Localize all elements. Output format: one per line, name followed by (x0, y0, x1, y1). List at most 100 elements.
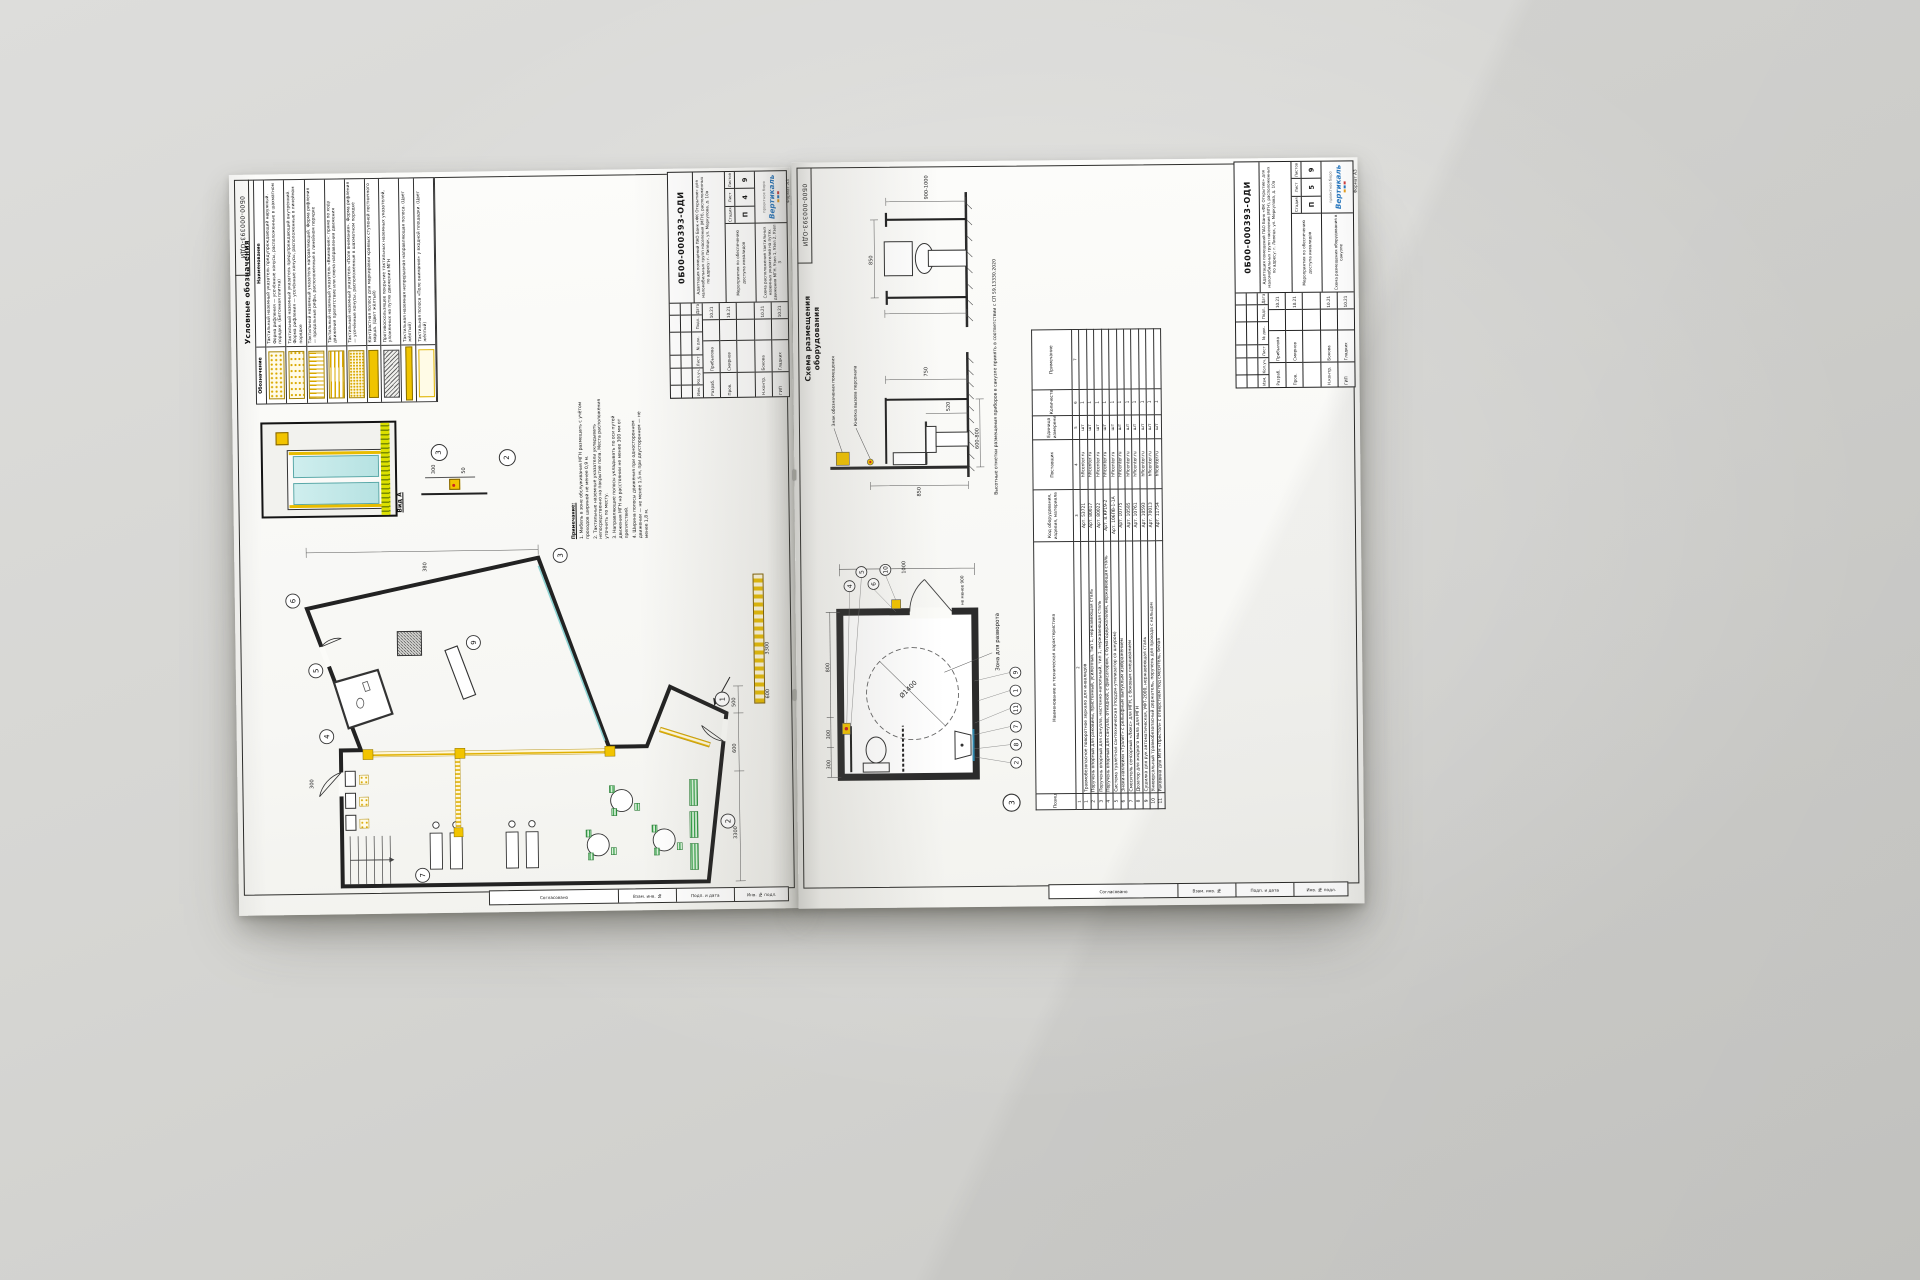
format-note: Формат А3 (784, 179, 791, 204)
toilet-elevations: 750 850 520 600-800 900- (829, 175, 985, 497)
glazed-partition (537, 565, 606, 742)
room-walls (836, 607, 980, 781)
reception-desk (444, 645, 477, 700)
turning-zone-label: Зона для разворота (944, 613, 1002, 673)
sheet-number: 4 (735, 187, 755, 206)
client-tables (585, 785, 683, 861)
tactile-mat (380, 422, 391, 515)
format-note: Формат А3 (1352, 169, 1358, 194)
stage-value: П (1301, 195, 1321, 213)
sanitary-room-plan: Ø1400 300 300 800 1000 не менее 90 (825, 561, 1023, 812)
svg-text:850: 850 (868, 255, 874, 265)
staple (793, 690, 796, 700)
view-a-caption: Вид А (396, 492, 404, 513)
vzam-inv-cell: Взам. инв. № (1192, 888, 1222, 894)
legend-row-name: Тактильный наземный указатель «Поле вним… (345, 181, 359, 343)
legend-swatch (383, 349, 400, 398)
svg-text:9: 9 (1013, 670, 1020, 674)
stage-value: П (735, 205, 755, 223)
legend-swatch (348, 350, 365, 399)
button-label: Кнопка вызова персонала (852, 365, 859, 426)
podp-data-cell: Подп. и дата (1250, 887, 1280, 893)
vzam-inv-cell: Взам. инв. № (632, 893, 663, 899)
node-marker-2: 2 (498, 448, 516, 467)
legend-row-name: Тактильная полоса «Поле внимания» у вход… (415, 190, 429, 342)
left-sheet-canvas: 0Б00-000393-ОДИ Согласовано Взам. инв. №… (229, 167, 800, 916)
legend-swatch (418, 349, 435, 398)
binding-column: Согласовано Взам. инв. № Подп. и дата Ин… (1048, 881, 1349, 900)
floor-plan-drawing: 1 2 3 4 5 6 7 9 3300 (285, 544, 746, 889)
svg-text:6: 6 (289, 598, 297, 603)
note-item: 2. Тактильные наземные указатели укладыв… (591, 398, 611, 539)
plan-dimensions: 3300 600 500 300 380 (305, 544, 746, 882)
col-note: Примечание (1031, 329, 1073, 390)
grab-bars-plan (849, 725, 905, 773)
elevation-labels: Знак обозначения помещения Кнопка вызова… (829, 356, 871, 460)
atm-machines (344, 770, 357, 831)
signature-row (1303, 292, 1322, 387)
col-name: Наименование и техническая характеристик… (1033, 541, 1077, 794)
legend-row: Тактильная полоса «Поле внимания» у вход… (414, 178, 438, 402)
elevation-side: 750 850 520 600-800 (830, 352, 985, 497)
svg-text:Зона для разворота: Зона для разворота (995, 613, 1002, 671)
view-a-elevation (260, 420, 398, 519)
svg-text:1000: 1000 (901, 561, 907, 574)
legend-row-name: Тактильный наземный указатель направляющ… (306, 187, 319, 344)
logo-marks (1343, 181, 1347, 193)
corner-designation-text: 0Б00-000393-ОДИ (800, 183, 808, 247)
node-marker-3: 3 (430, 443, 448, 462)
door-glazing (293, 481, 380, 506)
dim-600: 600 (765, 688, 772, 699)
notes: Примечание: 1. Мебель в зоне обслуживани… (570, 396, 652, 539)
sheets-total: 9 (1307, 167, 1316, 173)
inv-podl-cell: Инв. № подл. (1306, 887, 1336, 893)
equipment-table: Позиция Наименование и техническая харак… (1031, 328, 1166, 811)
legend-rows: Тактильный наземный указатель предупрежд… (263, 178, 438, 404)
legend-table: Обозначение Наименование Тактильный назе… (252, 177, 439, 405)
legend-swatch (368, 349, 380, 399)
door-sign (891, 599, 902, 610)
svg-text:8: 8 (1013, 742, 1020, 746)
legend-row-name: Тактильный наземный указатель предупрежд… (285, 186, 304, 344)
elevation-front: 900-1000 850 (868, 175, 974, 328)
svg-text:300: 300 (826, 730, 832, 740)
svg-text:5: 5 (312, 668, 320, 673)
legend-row-name: Тактильный наземный указатель «Внимание»… (326, 200, 339, 344)
svg-text:600: 600 (732, 743, 738, 753)
dim-50: 50 (460, 467, 468, 474)
svg-text:300: 300 (309, 779, 315, 789)
tech-block (396, 630, 423, 657)
col-pos: Позиция (1036, 793, 1077, 810)
svg-text:750: 750 (923, 367, 929, 377)
door-gaps (318, 645, 729, 797)
svg-text:900-1000: 900-1000 (924, 175, 930, 199)
svg-text:1: 1 (1013, 688, 1020, 692)
dim-3300: 3300 (764, 641, 771, 655)
office-desks (429, 820, 540, 870)
svg-text:380: 380 (422, 562, 428, 572)
svg-text:2: 2 (724, 819, 732, 824)
note-item: 1. Мебель в зоне обслуживания МГН размещ… (577, 401, 591, 540)
document-designation: 0Б00-000393-ОДИ (667, 172, 695, 303)
drawing-sheet-left: 0Б00-000393-ОДИ Согласовано Взам. инв. №… (228, 167, 801, 916)
equipment-rows: 1 Травмобезопасное поворотное зеркало дл… (1078, 328, 1166, 810)
stairs (349, 835, 395, 885)
right-sheet-canvas: 0Б00-000393-ОДИ Согласовано Взам. инв. №… (791, 157, 1364, 908)
door-swings (319, 637, 724, 798)
notes-title: Примечание: (571, 502, 577, 540)
position-bubbles: 4 5 6 10 2 8 7 11 1 9 (843, 563, 1023, 769)
signature-row (737, 302, 756, 397)
svg-text:3: 3 (557, 553, 565, 558)
svg-text:800: 800 (825, 663, 831, 673)
company-logo: проектное бюро Вертикаль (755, 171, 787, 222)
svg-text:9: 9 (470, 640, 478, 645)
call-button-detail: 300 50 (418, 422, 491, 505)
sheet-title: Схема расположения тактильных наземных у… (755, 222, 788, 302)
note-item: 3. Направляющие полосы укладывать по оси… (611, 415, 630, 539)
svg-text:7: 7 (419, 873, 427, 878)
sign-label: Знак обозначения помещения (829, 356, 837, 427)
